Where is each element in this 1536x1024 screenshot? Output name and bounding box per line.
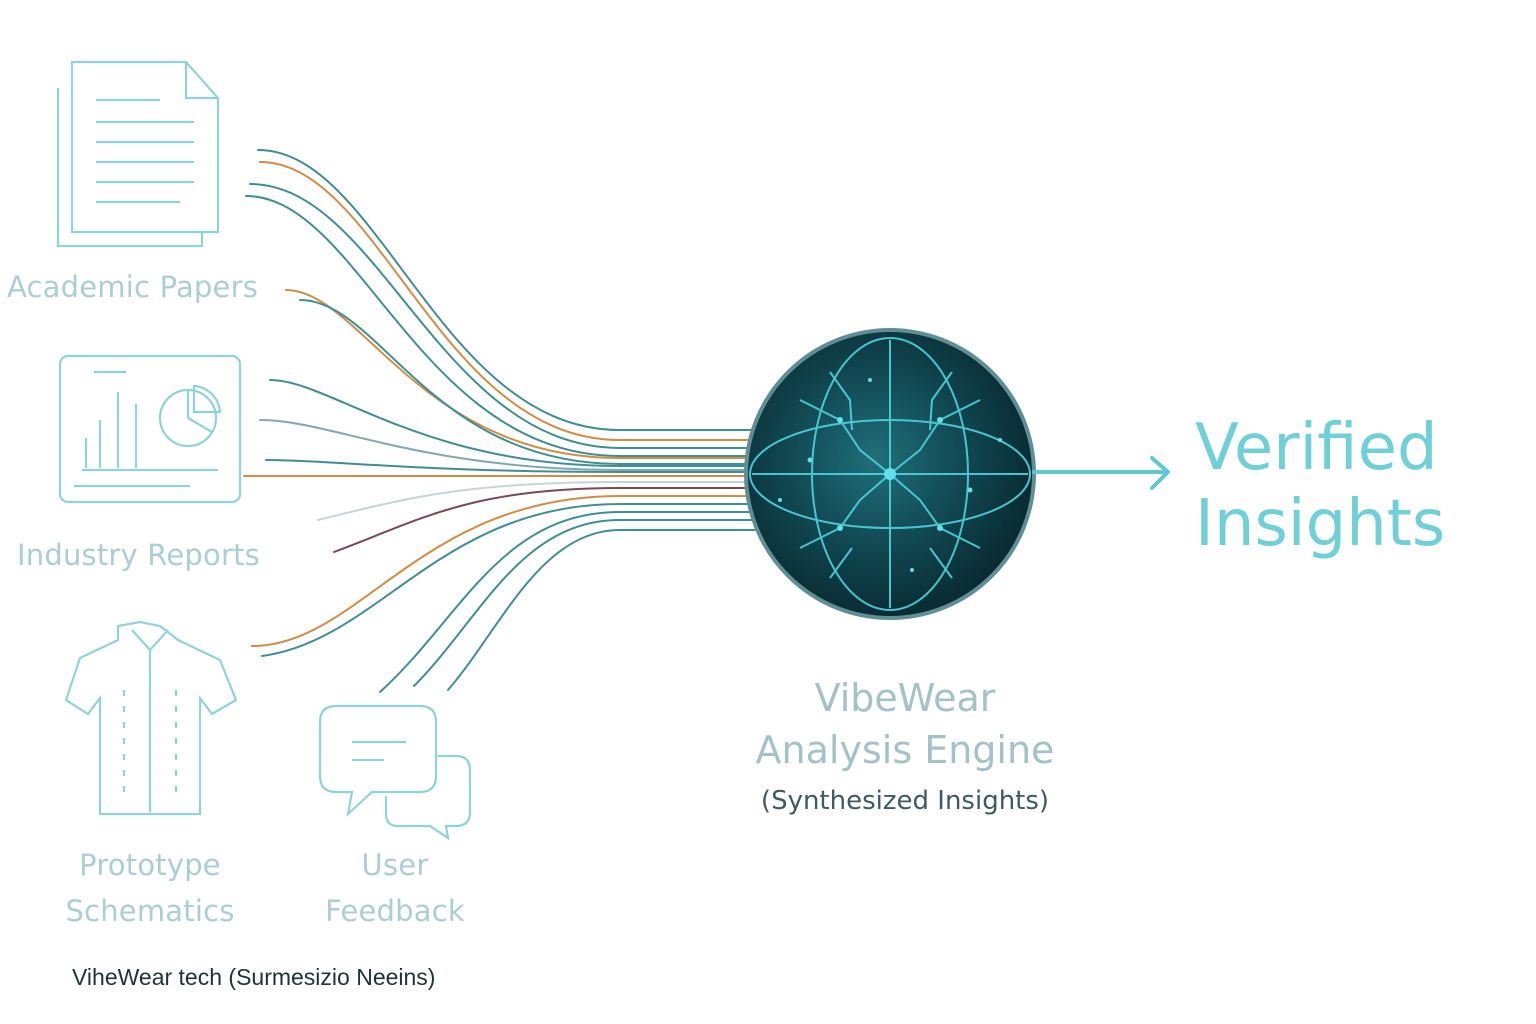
engine-subtitle: (Synthesized Insights) (760, 786, 1050, 816)
chart-report-icon (58, 354, 242, 504)
engine-title-line-1: VibeWear (814, 676, 996, 720)
result-line-1: Verified (1195, 411, 1438, 485)
shirt-icon (64, 620, 238, 816)
chat-bubbles-icon (318, 704, 472, 841)
prototype-label-line-1: Prototype (79, 848, 221, 882)
prototype-label-line-2: Schematics (65, 894, 235, 928)
flow-lines (243, 149, 761, 693)
user-feedback-label: User Feedback (310, 842, 480, 934)
footer-caption: ViheWear tech (Surmesizio Neeins) (72, 964, 436, 990)
feedback-label-line-1: User (361, 848, 429, 882)
result-line-2: Insights (1195, 487, 1446, 561)
engine-title: VibeWear Analysis Engine (735, 672, 1075, 776)
prototype-schematics-label: Prototype Schematics (50, 842, 250, 934)
neural-globe-icon (744, 328, 1036, 620)
engine-title-line-2: Analysis Engine (755, 728, 1055, 772)
industry-reports-label: Industry Reports (17, 538, 260, 572)
feedback-label-line-2: Feedback (325, 894, 465, 928)
arrow-right-icon (1032, 456, 1170, 490)
verified-insights-label: Verified Insights (1195, 410, 1445, 562)
document-icon (56, 60, 220, 248)
academic-papers-label: Academic Papers (7, 270, 259, 304)
